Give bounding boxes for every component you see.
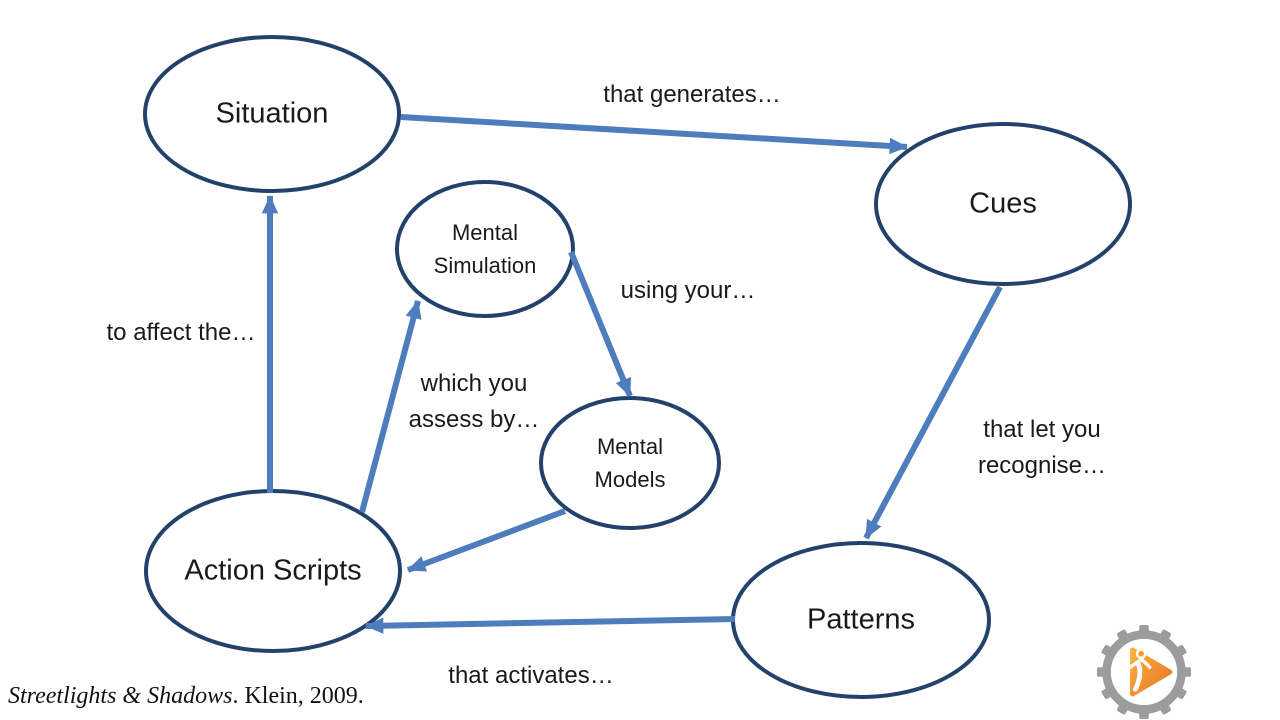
citation-rest: . Klein, 2009. (232, 683, 364, 709)
person-head-center (1138, 650, 1144, 657)
arrow-patterns-to-action-scripts (364, 616, 736, 634)
mental-simulation-ellipse (395, 180, 575, 318)
arrow-cues-to-patterns (863, 285, 1003, 540)
arrow-action-scripts-to-mental-simulation (359, 300, 422, 513)
node-label-patterns: Patterns (807, 603, 915, 636)
cues-ellipse (874, 122, 1132, 286)
person-figure (1126, 657, 1152, 692)
situation-ellipse (143, 35, 401, 193)
arrow-mental-models-to-action-scripts (406, 508, 567, 573)
node-label-action-scripts: Action Scripts (184, 554, 362, 587)
arrow-situation-to-cues (400, 114, 909, 155)
arrow-mental-simulation-to-mental-models (568, 250, 633, 398)
edge-label-to-affect-the: to affect the… (106, 319, 256, 346)
gear-play-person-logo-icon (1096, 624, 1192, 720)
node-label-mental-models: Mental Models (594, 434, 666, 492)
edge-label-which-you-assess-by: which you assess by… (408, 370, 540, 433)
node-label-cues: Cues (969, 187, 1037, 220)
node-label-situation: Situation (215, 97, 329, 130)
edge-label-that-activates: that activates… (448, 662, 614, 689)
edge-label-that-let-you-recognise: that let you recognise… (977, 416, 1107, 479)
citation: Streetlights & Shadows. Klein, 2009. (8, 683, 364, 710)
node-label-mental-simulation: Mental Simulation (433, 220, 537, 278)
mental-models-ellipse (539, 396, 721, 530)
edge-label-that-generates: that generates… (603, 81, 781, 108)
edge-label-using-your: using your… (620, 277, 756, 304)
citation-title: Streetlights & Shadows (8, 683, 233, 709)
